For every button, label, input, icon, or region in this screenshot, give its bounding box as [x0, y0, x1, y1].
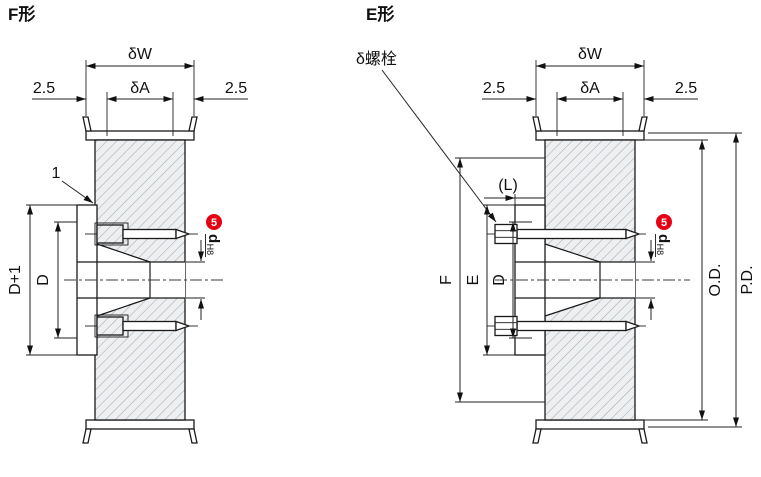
dim-label-total-width: δW: [578, 46, 603, 63]
flange-lip-right: [188, 116, 198, 132]
bolt-head: [494, 315, 518, 337]
bolt-shank: [516, 320, 627, 332]
dim-label-total-width: δW: [128, 46, 153, 63]
spec-badge-number: 5: [211, 217, 217, 229]
flange-lip-right: [638, 428, 648, 444]
dim-flange-offset-right: 2.5: [194, 80, 248, 102]
figure-e: E形: [356, 4, 756, 444]
flange-lip-right: [188, 428, 198, 444]
dim-hub-flange-dia: E: [465, 204, 515, 356]
bore-dia-label: dH8: [655, 234, 672, 255]
callout-step-label: 1: [52, 165, 61, 182]
flange-lip-left: [532, 428, 542, 444]
dim-label-flange-dia: F: [438, 275, 455, 285]
dim-flange-offset-right: 2.5: [644, 80, 698, 102]
flange-bottom: [82, 419, 198, 444]
dim-outside-dia: O.D.: [635, 139, 724, 421]
spec-badge: [656, 214, 672, 230]
flange-plate: [535, 130, 645, 141]
flange-plate: [85, 419, 195, 430]
taper-bottom-edge: [544, 297, 601, 317]
dim-pitch-dia: P.D.: [648, 132, 756, 428]
flange-lip-left: [532, 116, 542, 132]
dim-label-flange-left: 2.5: [483, 80, 505, 97]
dim-label-hub-dia: D: [491, 274, 508, 286]
bolt-tip: [625, 228, 641, 240]
bore-dia-label: dH8: [205, 234, 222, 255]
dim-flange-dia: F: [438, 157, 545, 403]
bolt-tip: [175, 228, 191, 240]
clamp-bolt-top: [85, 222, 198, 246]
dim-belt-width: δA: [556, 80, 624, 136]
dim-label-hub-dia: D: [35, 274, 52, 286]
flange-lip-right: [638, 116, 648, 132]
figure-e-title: E形: [366, 4, 394, 24]
dim-label-belt-width: δA: [580, 80, 600, 97]
callout-bore-dia: 5 dH8: [186, 214, 222, 320]
dim-hub-length: (L): [484, 177, 545, 207]
bolt-head: [494, 223, 518, 245]
figure-f-title: F形: [8, 4, 35, 24]
dim-total-width: δW: [535, 46, 645, 116]
flange-bottom: [532, 419, 648, 444]
bolt-shank: [122, 320, 177, 332]
clamp-bolt-bottom: [85, 314, 198, 338]
dim-hub-dia: D: [35, 221, 77, 339]
dim-label-flange-left: 2.5: [33, 80, 55, 97]
dim-flange-offset-left: 2.5: [482, 80, 536, 102]
bolt-callout-label: δ螺栓: [356, 50, 397, 68]
dim-label-pitch-dia: P.D.: [739, 265, 756, 294]
dim-belt-width: δA: [106, 80, 174, 136]
taper-top-edge: [544, 243, 601, 263]
dim-hub-dia: D: [491, 221, 532, 339]
flange-top: [532, 116, 648, 141]
dim-hub-outer-dia: D+1: [7, 204, 77, 356]
flange-top: [82, 116, 198, 141]
figure-f: F形: [7, 4, 248, 444]
taper-top-edge: [96, 243, 151, 263]
bore-dia-letter: d: [655, 234, 672, 243]
dim-label-hub-flange-dia: E: [465, 275, 482, 286]
bolt-tip: [625, 320, 641, 332]
callout-step: 1: [52, 165, 94, 204]
callout-bolt: δ螺栓: [356, 50, 497, 223]
flange-plate: [85, 130, 195, 141]
bolt-shank: [122, 228, 177, 240]
dim-total-width: δW: [85, 46, 195, 116]
dim-label-hub-length: (L): [498, 177, 518, 194]
spec-badge: [206, 214, 222, 230]
bolt-tip: [175, 320, 191, 332]
dim-label-outside-dia: O.D.: [707, 264, 724, 297]
flange-lip-left: [82, 428, 92, 444]
bolt-shank: [516, 228, 627, 240]
spec-badge-number: 5: [661, 217, 667, 229]
flange-lip-left: [82, 116, 92, 132]
dim-label-belt-width: δA: [130, 80, 150, 97]
dim-flange-offset-left: 2.5: [32, 80, 86, 102]
bore-dia-letter: d: [205, 234, 222, 243]
bolt-head: [96, 316, 124, 336]
flange-plate: [535, 419, 645, 430]
taper-bottom-edge: [96, 297, 151, 317]
dim-label-flange-right: 2.5: [675, 80, 697, 97]
leader-line: [61, 180, 94, 204]
dim-label-flange-right: 2.5: [225, 80, 247, 97]
leader-line: [381, 69, 497, 223]
bolt-head: [96, 224, 124, 244]
bore-tolerance: H8: [205, 244, 215, 256]
dim-label-hub-outer-dia: D+1: [7, 265, 24, 295]
bore-tolerance: H8: [655, 244, 665, 256]
callout-bore-dia: 5 dH8: [636, 214, 672, 320]
